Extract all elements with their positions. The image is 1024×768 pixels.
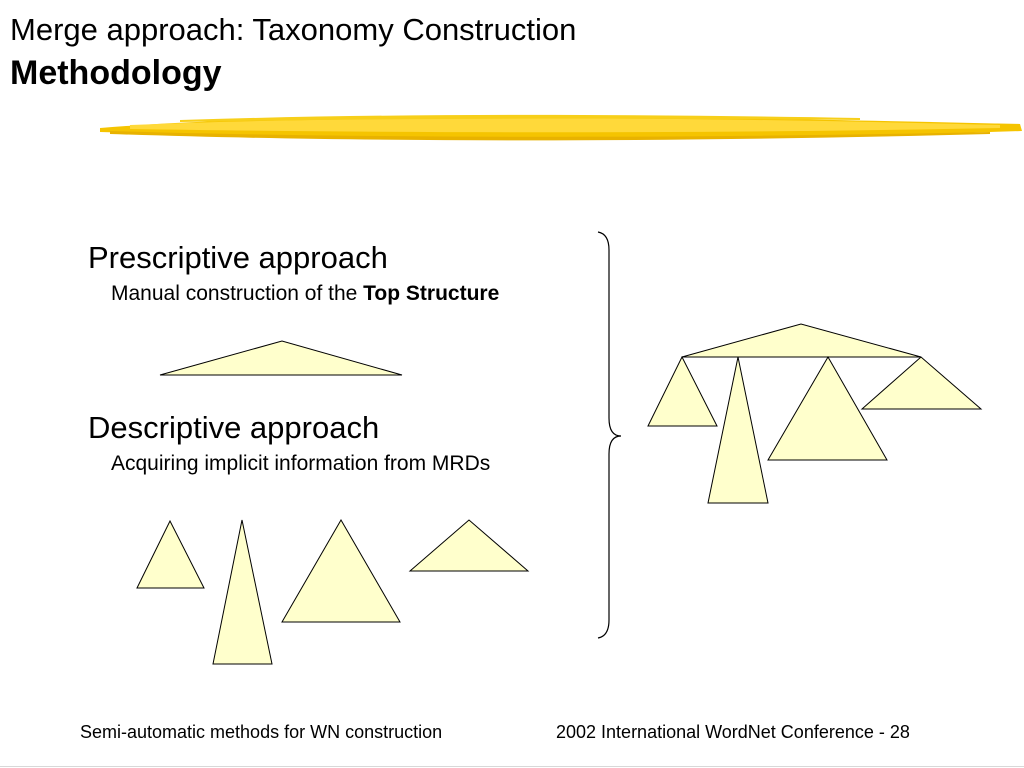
merged-taxonomy [647, 323, 983, 504]
prescriptive-description: Manual construction of the Top Structure [111, 282, 499, 306]
descriptive-triangles [136, 519, 530, 665]
descriptive-description: Acquiring implicit information from MRDs [111, 452, 491, 475]
slide-title: Merge approach: Taxonomy Construction [10, 12, 577, 47]
merged-triangle-1 [647, 355, 718, 427]
merge-curly-brace [597, 231, 622, 639]
merged-top-triangle [681, 323, 922, 358]
top-structure-triangle [159, 340, 403, 376]
top-structure-label: Top Structure [363, 282, 500, 305]
merged-triangle-4 [860, 356, 983, 410]
merged-triangle-3 [767, 356, 888, 461]
mrd-triangle-4 [408, 519, 530, 572]
mrd-triangle-3 [281, 519, 401, 623]
prescriptive-heading: Prescriptive approach [88, 240, 388, 275]
prescriptive-description-text: Manual construction of the [111, 282, 364, 305]
descriptive-heading: Descriptive approach [88, 410, 380, 445]
mrd-triangle-1 [136, 519, 205, 589]
merged-triangle-2 [707, 356, 769, 504]
footer-left: Semi-automatic methods for WN constructi… [80, 722, 443, 742]
footer-right: 2002 International WordNet Conference - … [556, 722, 910, 742]
bottom-divider [0, 766, 1024, 767]
title-underline-stroke [100, 114, 1022, 141]
mrd-triangle-2 [212, 519, 273, 665]
slide-subtitle: Methodology [10, 54, 222, 92]
